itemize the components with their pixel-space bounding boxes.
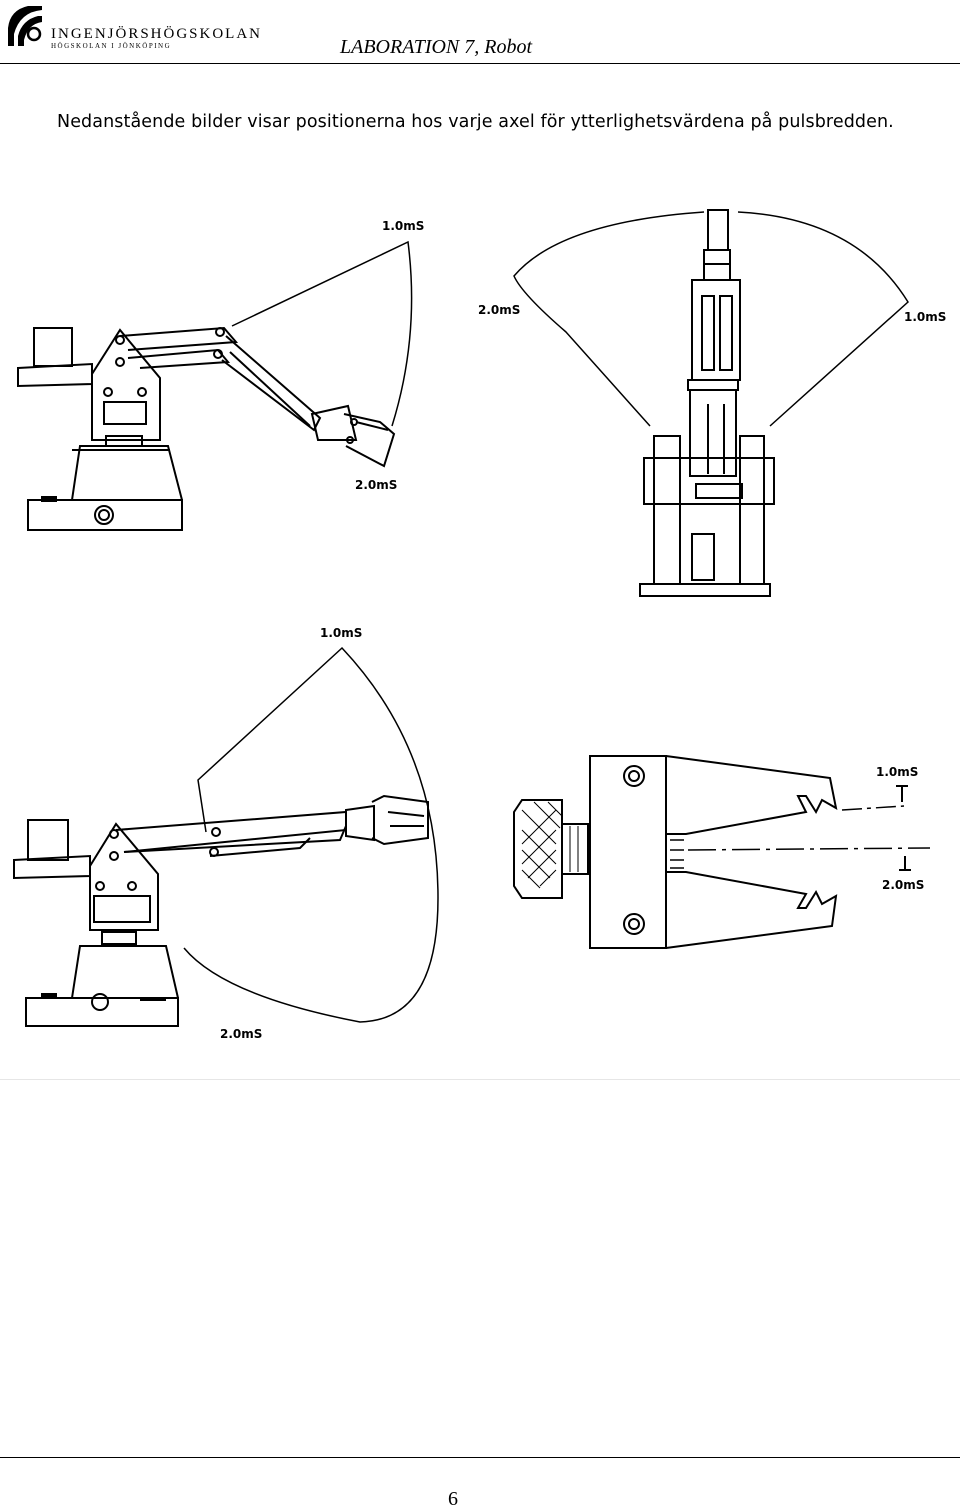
figure-gripper: 1.0mS 2.0mS: [513, 755, 931, 949]
figure-base-axis: 2.0mS 1.0mS: [478, 209, 946, 597]
school-logo-icon: [8, 6, 42, 46]
page-number: 6: [448, 1488, 458, 1510]
intro-text: Nedanstående bilder visar positionerna h…: [57, 112, 894, 132]
elbow-bottom-label: 2.0mS: [220, 1027, 262, 1041]
shoulder-bottom-label: 2.0mS: [355, 478, 397, 492]
shoulder-top-label: 1.0mS: [382, 219, 424, 233]
base-left-label: 2.0mS: [478, 303, 520, 317]
page-header: INGENJÖRSHÖGSKOLAN HÖGSKOLAN I JÖNKÖPING…: [0, 0, 960, 66]
header-rule: [0, 63, 960, 64]
scanned-figure-page: Nedanstående bilder visar positionerna h…: [0, 96, 960, 1080]
figure-shoulder-axis: 1.0mS 2.0mS: [17, 219, 424, 531]
org-subtitle: HÖGSKOLAN I JÖNKÖPING: [51, 42, 172, 50]
figure-elbow-axis: 1.0mS 2.0mS: [13, 626, 439, 1041]
org-name: INGENJÖRSHÖGSKOLAN: [51, 26, 263, 42]
elbow-top-label: 1.0mS: [320, 626, 362, 640]
gripper-bottom-label: 2.0mS: [882, 878, 924, 892]
base-right-label: 1.0mS: [904, 310, 946, 324]
gripper-top-label: 1.0mS: [876, 765, 918, 779]
document-title: LABORATION 7, Robot: [340, 36, 533, 58]
scan-edge: [0, 1079, 960, 1080]
footer-rule: [0, 1457, 960, 1458]
